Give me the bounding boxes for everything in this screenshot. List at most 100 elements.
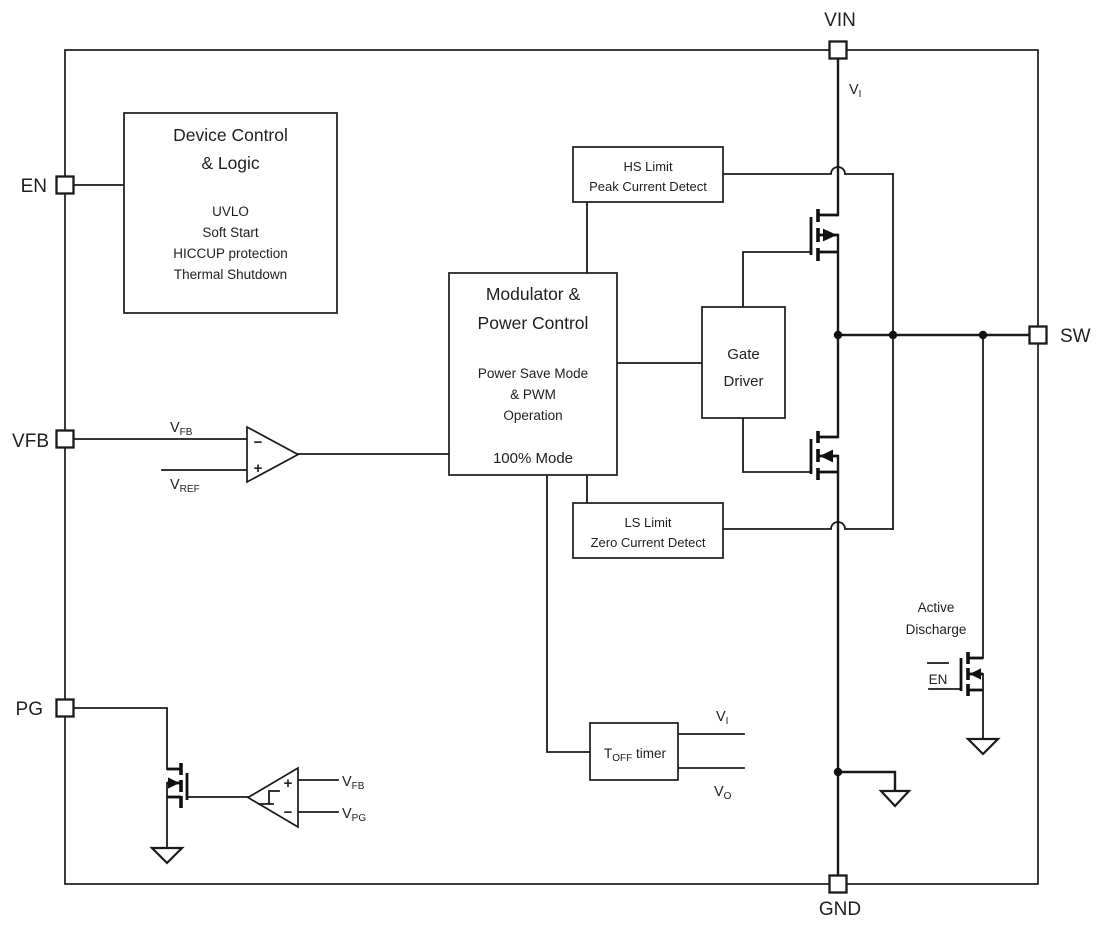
gate-driver-line-2: Driver (724, 373, 764, 390)
modulator-text: Modulator & Power Control Power Save Mod… (478, 284, 589, 467)
toff-rest: timer (632, 746, 666, 761)
active-discharge-line-2: Discharge (906, 622, 967, 637)
junction-sw-discharge (978, 330, 988, 340)
pin-label-pg: PG (16, 699, 43, 720)
en-bar-label: EN (927, 662, 949, 687)
device-control-item: HICCUP protection (173, 246, 288, 261)
vi-base: V (849, 82, 859, 98)
vfb-comparator-triangle (246, 425, 300, 484)
ground-symbol-active-discharge (965, 737, 1001, 756)
junction-gnd-branch (833, 767, 843, 777)
toff-base: T (604, 746, 612, 761)
vfb-sub: FB (180, 427, 193, 438)
ground-symbol-pg (149, 846, 185, 865)
hs-limit-text: HS Limit Peak Current Detect (589, 159, 707, 194)
vpg-base: V (342, 806, 352, 822)
pg-comparator: + − (246, 766, 299, 829)
toff-timer-box (589, 722, 679, 781)
junction-sw-sense (888, 330, 898, 340)
pin-en (55, 175, 75, 195)
modulator-title-1: Modulator & (486, 284, 581, 304)
ls-fet-body-arrow (819, 449, 833, 463)
wire-gatedriver-to-hs-gate (742, 251, 810, 308)
pg-comparator-plus: + (284, 775, 293, 792)
device-control-item: Soft Start (202, 225, 259, 240)
device-control-box (123, 112, 338, 314)
vi2-base: V (716, 709, 726, 725)
pin-sw (1028, 325, 1048, 345)
ground-symbol-mid (878, 789, 912, 808)
label-vpg: VPG (342, 806, 366, 824)
vfb-comparator-plus: + (254, 460, 263, 477)
label-vfb-comp: VFB (170, 420, 193, 438)
vref-base: V (170, 477, 180, 493)
hysteresis-icon (258, 790, 280, 805)
wire-pg-to-fet (72, 707, 168, 770)
hs-limit-line-2: Peak Current Detect (589, 179, 707, 194)
pg-comparator-triangle (246, 766, 299, 829)
vo-base: V (714, 784, 724, 800)
active-discharge-label: Active Discharge (906, 600, 967, 637)
device-control-text: Device Control & Logic UVLO Soft Start H… (173, 125, 288, 282)
pg-mosfet (149, 763, 189, 865)
pin-label-sw: SW (1060, 326, 1091, 347)
device-control-item: Thermal Shutdown (174, 267, 287, 282)
label-vi-top: VI (849, 82, 861, 100)
device-control-title-1: Device Control (173, 125, 288, 145)
modulator-box (448, 272, 618, 476)
vfb2-base: V (342, 774, 352, 790)
pin-label-gnd: GND (819, 899, 861, 920)
vpg-sub: PG (352, 813, 367, 824)
label-vref: VREF (170, 477, 200, 495)
wire-gatedriver-to-ls-gate (742, 417, 810, 473)
pin-label-en: EN (21, 176, 47, 197)
active-discharge-line-1: Active (918, 600, 955, 615)
wire-gnd-branch (836, 770, 897, 793)
device-control-title-2: & Logic (201, 153, 260, 173)
toff-sub: OFF (612, 753, 632, 764)
label-vi-toff: VI (716, 709, 728, 727)
vfb-comparator: − + (246, 425, 300, 484)
pin-gnd (828, 874, 848, 894)
label-vo-toff: VO (714, 784, 732, 802)
pg-comparator-minus: − (284, 804, 293, 821)
en-bar-text: EN (929, 672, 948, 687)
modulator-desc-1: Power Save Mode (478, 366, 588, 381)
ls-limit-line-2: Zero Current Detect (591, 535, 706, 550)
gate-driver-line-1: Gate (727, 346, 760, 363)
ls-limit-text: LS Limit Zero Current Detect (591, 515, 706, 550)
gate-driver-box (701, 306, 786, 419)
active-discharge-mosfet (959, 652, 1001, 756)
pin-vin (828, 40, 848, 60)
modulator-desc-3: Operation (503, 408, 562, 423)
pin-label-vin: VIN (824, 10, 856, 31)
hs-mosfet (809, 57, 840, 337)
pg-fet-body-arrow (168, 777, 180, 789)
pin-label-vfb: VFB (12, 431, 49, 452)
modulator-title-2: Power Control (478, 313, 589, 333)
ls-mosfet (809, 333, 840, 877)
ls-limit-line-1: LS Limit (625, 515, 672, 530)
vref-sub: REF (180, 484, 200, 495)
vfb-comparator-minus: − (254, 434, 263, 451)
junction-sw-spine (833, 330, 843, 340)
label-vfb-pgcomp: VFB (342, 774, 365, 792)
vfb-base: V (170, 420, 180, 436)
hs-limit-box (572, 146, 724, 203)
hs-limit-line-1: HS Limit (623, 159, 673, 174)
hs-fet-body-arrow (823, 228, 837, 242)
modulator-desc-2: & PWM (510, 387, 556, 402)
vfb2-sub: FB (352, 781, 365, 792)
vo-sub: O (724, 791, 732, 802)
ad-fet-body-arrow (969, 668, 981, 680)
pin-pg (55, 698, 75, 718)
gate-driver-text: Gate Driver (724, 346, 764, 390)
vi-sub: I (859, 89, 862, 100)
modulator-mode: 100% Mode (493, 450, 573, 467)
vi2-sub: I (726, 716, 729, 727)
ls-limit-box (572, 502, 724, 559)
device-control-item: UVLO (212, 204, 249, 219)
toff-timer-label: TOFF timer (604, 746, 667, 764)
